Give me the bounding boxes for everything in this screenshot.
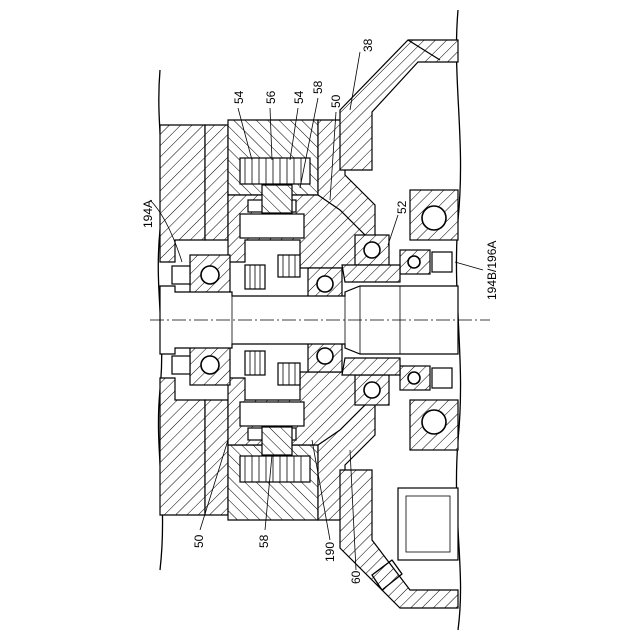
bearing-194a-lower — [172, 345, 230, 385]
label-58-bottom: 58 — [257, 534, 271, 548]
label-58-top: 58 — [311, 80, 325, 94]
planet-gear-upper — [262, 185, 292, 213]
ring-gear-lower — [240, 456, 310, 482]
label-50-top: 50 — [329, 94, 343, 108]
ring-gear-upper — [240, 158, 310, 184]
label-54-right: 54 — [292, 90, 306, 104]
bearing-194a-upper — [172, 255, 230, 295]
planet-gear-lower — [262, 427, 292, 455]
label-60: 60 — [349, 570, 363, 584]
label-56: 56 — [264, 90, 278, 104]
housing-left-upper — [160, 125, 228, 262]
label-38: 38 — [361, 38, 375, 52]
bearing-194b-lower — [400, 366, 458, 450]
frame-38-upper — [340, 40, 458, 170]
label-194b-196a: 194B/196A — [485, 241, 499, 300]
label-52: 52 — [395, 200, 409, 214]
label-190: 190 — [323, 542, 337, 562]
frame-lower — [340, 470, 458, 608]
label-194a: 194A — [141, 200, 155, 228]
housing-left-lower — [160, 378, 228, 515]
label-54-left: 54 — [232, 90, 246, 104]
label-50-bottom: 50 — [192, 534, 206, 548]
